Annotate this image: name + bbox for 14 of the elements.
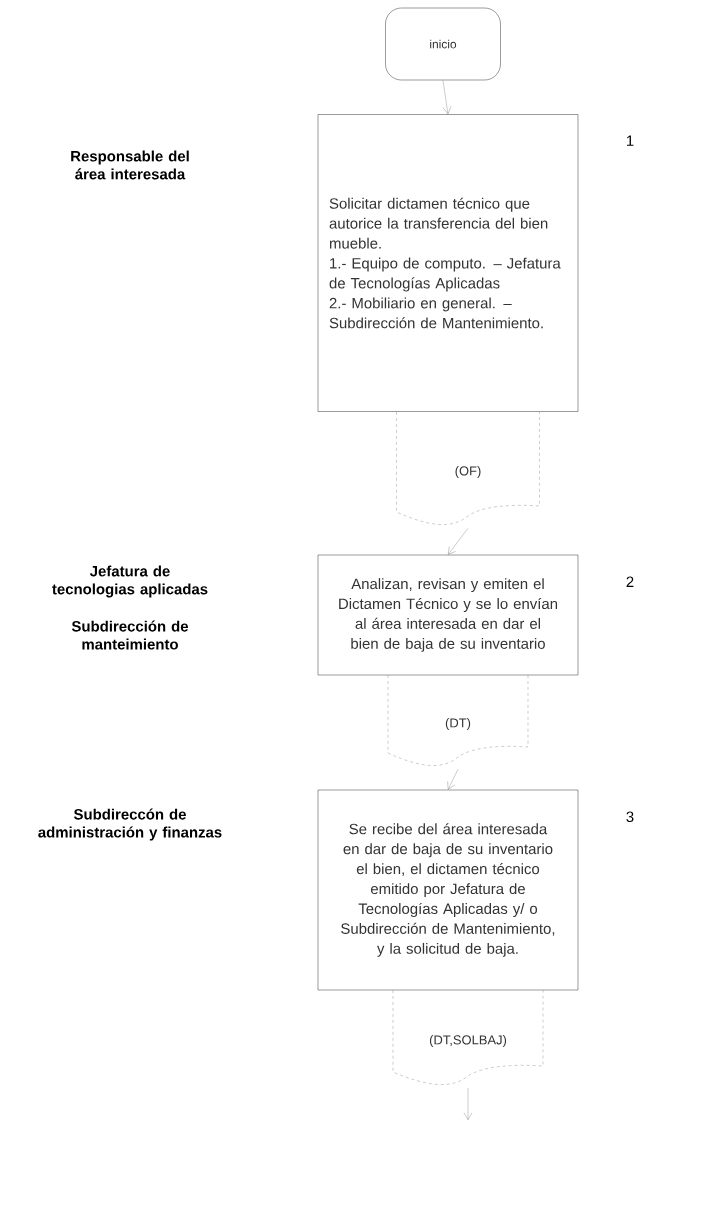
role-label: Jefatura de tecnologias aplicadas	[52, 565, 208, 598]
role-label: Responsable del área interesada	[71, 150, 189, 180]
step-number: 3	[626, 811, 634, 823]
step-number: 2	[626, 576, 634, 587]
arrow	[448, 528, 469, 555]
step-number: 1	[627, 135, 634, 146]
process-box: Analizan, revisan y emiten el Dictamen Técnico y se lo envían al área interesada en dar el bien de baja de su inventario	[317, 554, 579, 676]
role-label: Subdirección de manteimiento	[71, 620, 189, 650]
arrow	[442, 80, 452, 115]
process-box: Solicitar dictamen técnico que autorice la transferencia del bien mueble. 1.- Equipo de computo. – Jefatura de Tecnologías Aplicadas 2.- Mobiliario en general. – Subdirección de Mantenimiento.	[317, 114, 579, 412]
process-box: Se recibe del área interesada en dar de baja de su inventario el bien, el dictamen técnico emitido por Jefatura de Tecnologías Aplicadas y/ o Subdirección de Mantenimiento, y la solicitud de baja.	[317, 789, 579, 991]
arrow	[447, 769, 459, 790]
role-label: Subdireccón de administración y finanzas	[38, 808, 222, 841]
arrow	[463, 1088, 473, 1120]
